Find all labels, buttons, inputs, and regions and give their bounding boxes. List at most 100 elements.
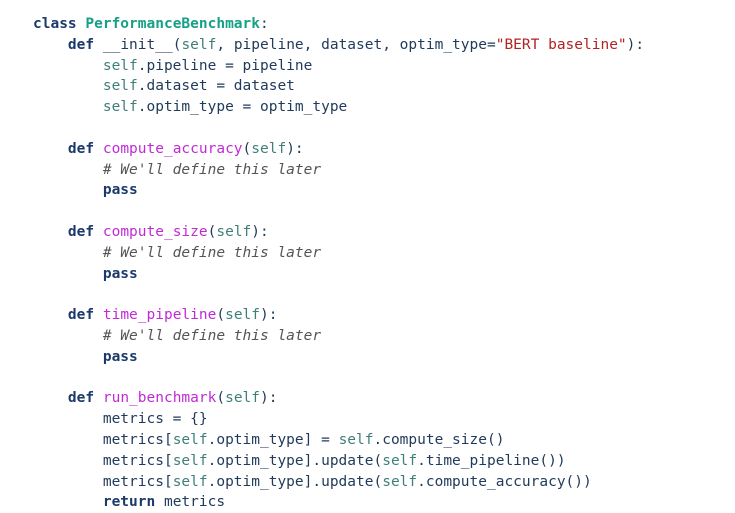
- code-self: self: [251, 140, 287, 157]
- code-block: class PerformanceBenchmark: def __init__…: [33, 14, 723, 513]
- code-class-name: PerformanceBenchmark: [85, 16, 260, 32]
- code-text: [33, 162, 103, 178]
- code-text: metrics[: [33, 431, 173, 448]
- code-self: self: [102, 57, 138, 74]
- code-text: [33, 328, 103, 344]
- code-text: (: [207, 223, 217, 240]
- code-keyword: def: [67, 140, 95, 157]
- code-keyword: return: [102, 494, 156, 511]
- code-line: pass: [33, 180, 723, 201]
- code-line: def __init__(self, pipeline, dataset, op…: [33, 35, 723, 56]
- code-text: (: [242, 140, 252, 157]
- code-text: [33, 349, 103, 365]
- code-text: [33, 58, 103, 74]
- code-self: self: [216, 223, 252, 240]
- code-text: :: [260, 16, 269, 32]
- code-text: .pipeline = pipeline: [137, 57, 313, 74]
- code-line: metrics[self.optim_type].update(self.tim…: [33, 451, 723, 472]
- code-self: self: [382, 473, 418, 490]
- code-text: .optim_type].update(: [207, 473, 383, 490]
- code-line: [33, 118, 723, 139]
- code-self: self: [382, 452, 418, 469]
- code-self: self: [225, 307, 261, 324]
- code-self: self: [181, 36, 217, 53]
- code-line: # We'll define this later: [33, 326, 723, 347]
- code-keyword: def: [67, 307, 95, 324]
- code-string: "BERT baseline": [495, 36, 627, 53]
- code-text: metrics: [155, 494, 226, 511]
- code-text: .dataset = dataset: [137, 78, 295, 95]
- code-line: self.optim_type = optim_type: [33, 97, 723, 118]
- code-keyword: def: [67, 390, 95, 407]
- code-function-name: time_pipeline: [102, 307, 217, 324]
- code-text: [33, 390, 68, 406]
- code-line: # We'll define this later: [33, 243, 723, 264]
- code-text: [94, 307, 103, 323]
- code-self: self: [338, 431, 374, 448]
- code-text: .optim_type] =: [207, 431, 339, 448]
- code-text: [33, 245, 103, 261]
- code-text: [33, 99, 103, 115]
- code-line: metrics = {}: [33, 409, 723, 430]
- code-line: pass: [33, 264, 723, 285]
- code-keyword: pass: [102, 348, 138, 365]
- code-text: ):: [286, 140, 304, 157]
- code-text: [94, 390, 103, 406]
- code-text: .compute_size(): [373, 431, 505, 448]
- code-text: metrics = {}: [33, 411, 208, 428]
- code-line: [33, 284, 723, 305]
- code-text: [33, 224, 68, 240]
- code-text: [33, 307, 68, 323]
- code-self: self: [225, 390, 261, 407]
- code-text: ):: [260, 390, 278, 407]
- code-comment: # We'll define this later: [102, 244, 322, 261]
- code-text: ):: [251, 223, 269, 240]
- code-line: def run_benchmark(self):: [33, 388, 723, 409]
- code-function-name: run_benchmark: [102, 390, 217, 407]
- code-text: , pipeline, dataset, optim_type=: [216, 36, 496, 53]
- code-keyword: pass: [102, 182, 138, 199]
- code-keyword: class: [33, 16, 77, 32]
- code-text: [33, 182, 103, 198]
- code-text: [94, 141, 103, 157]
- code-keyword: def: [67, 36, 95, 53]
- code-comment: # We'll define this later: [102, 327, 322, 344]
- code-line: def time_pipeline(self):: [33, 305, 723, 326]
- code-text: [33, 141, 68, 157]
- code-text: .optim_type = optim_type: [137, 99, 348, 116]
- code-line: return metrics: [33, 492, 723, 513]
- code-text: [94, 224, 103, 240]
- code-line: # We'll define this later: [33, 160, 723, 181]
- code-keyword: def: [67, 223, 95, 240]
- code-text: (: [216, 390, 226, 407]
- code-text: .optim_type].update(: [207, 452, 383, 469]
- code-text: __init__(: [94, 36, 182, 53]
- code-text: ):: [260, 307, 278, 324]
- code-line: pass: [33, 347, 723, 368]
- code-self: self: [172, 452, 208, 469]
- code-text: metrics[: [33, 473, 173, 490]
- code-line: class PerformanceBenchmark:: [33, 14, 723, 35]
- code-text: .time_pipeline()): [417, 452, 566, 469]
- code-line: def compute_accuracy(self):: [33, 139, 723, 160]
- code-text: [33, 494, 103, 510]
- code-line: metrics[self.optim_type].update(self.com…: [33, 472, 723, 493]
- code-line: metrics[self.optim_type] = self.compute_…: [33, 430, 723, 451]
- code-text: metrics[: [33, 452, 173, 469]
- code-text: .compute_accuracy()): [417, 473, 592, 490]
- code-line: [33, 201, 723, 222]
- code-text: [33, 266, 103, 282]
- code-text: [33, 78, 103, 94]
- code-self: self: [102, 99, 138, 116]
- code-self: self: [172, 473, 208, 490]
- code-line: def compute_size(self):: [33, 222, 723, 243]
- code-self: self: [102, 78, 138, 95]
- code-line: self.dataset = dataset: [33, 76, 723, 97]
- code-line: self.pipeline = pipeline: [33, 56, 723, 77]
- code-function-name: compute_size: [102, 223, 208, 240]
- code-self: self: [172, 431, 208, 448]
- code-function-name: compute_accuracy: [102, 140, 243, 157]
- code-line: [33, 368, 723, 389]
- code-text: ):: [626, 36, 645, 53]
- code-text: (: [216, 307, 226, 324]
